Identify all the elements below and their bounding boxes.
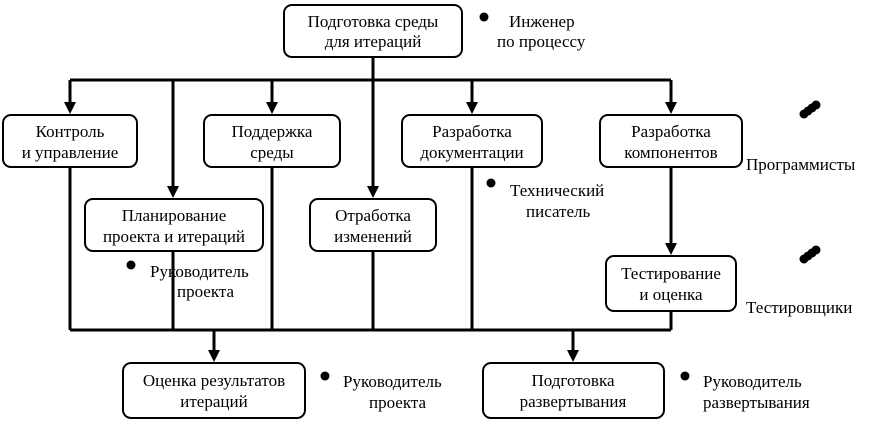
process-box-eval-results: Оценка результатов итераций bbox=[122, 362, 306, 419]
role-label: Тестировщики bbox=[746, 298, 852, 317]
role-label: Руководитель bbox=[343, 372, 442, 391]
role-programmers: Программисты bbox=[746, 101, 856, 174]
arrowheads bbox=[64, 102, 677, 362]
box-label: Оценка результатов bbox=[143, 371, 285, 390]
role-label: Технический bbox=[510, 181, 604, 200]
process-box-doc-dev: Разработка документации bbox=[401, 114, 543, 168]
box-label: Разработка bbox=[631, 122, 711, 141]
box-label: Разработка bbox=[432, 122, 512, 141]
role-label: проекта bbox=[369, 393, 427, 412]
connectors bbox=[68, 57, 673, 352]
box-label: для итераций bbox=[325, 32, 422, 51]
role-label: проекта bbox=[177, 282, 235, 301]
role-label: по процессу bbox=[497, 32, 586, 51]
process-box-change-work: Отработка изменений bbox=[309, 198, 437, 252]
process-box-testing: Тестирование и оценка bbox=[605, 255, 737, 312]
box-label: изменений bbox=[334, 227, 412, 246]
box-label: Подготовка среды bbox=[308, 12, 439, 31]
process-box-planning: Планирование проекта и итераций bbox=[84, 198, 264, 252]
role-process-engineer: Инженер по процессу bbox=[476, 12, 586, 51]
box-label: Подготовка bbox=[531, 371, 614, 390]
role-label: развертывания bbox=[703, 393, 810, 412]
box-label: среды bbox=[250, 143, 294, 162]
role-testers: Тестировщики bbox=[746, 246, 852, 317]
person-icon bbox=[677, 371, 693, 408]
role-project-manager-planning: Руководитель проекта bbox=[123, 260, 249, 301]
role-label: Программисты bbox=[746, 155, 856, 174]
box-label: Тестирование bbox=[621, 264, 721, 283]
box-label: и оценка bbox=[639, 285, 703, 304]
role-label: Руководитель bbox=[703, 372, 802, 391]
process-box-env-support: Поддержка среды bbox=[203, 114, 341, 168]
people-group-icon bbox=[796, 101, 824, 147]
box-label: проекта и итераций bbox=[103, 227, 245, 246]
role-tech-writer: Технический писатель bbox=[483, 178, 604, 221]
process-box-comp-dev: Разработка компонентов bbox=[599, 114, 743, 168]
person-icon bbox=[317, 371, 333, 408]
role-label: Инженер bbox=[509, 12, 575, 31]
role-label: писатель bbox=[526, 202, 591, 221]
box-label: компонентов bbox=[624, 143, 717, 162]
process-box-control: Контроль и управление bbox=[2, 114, 138, 168]
role-project-manager-eval: Руководитель проекта bbox=[317, 371, 442, 412]
process-box-prepare-env: Подготовка среды для итераций bbox=[283, 4, 463, 58]
box-label: Поддержка bbox=[232, 122, 313, 141]
person-icon bbox=[483, 178, 499, 215]
box-label: Контроль bbox=[36, 122, 105, 141]
box-label: итераций bbox=[180, 392, 247, 411]
box-label: развертывания bbox=[520, 392, 627, 411]
box-label: документации bbox=[420, 143, 523, 162]
people-group-icon bbox=[796, 246, 824, 292]
box-label: Отработка bbox=[335, 206, 411, 225]
person-icon bbox=[476, 12, 492, 49]
box-label: и управление bbox=[22, 143, 119, 162]
role-deploy-manager: Руководитель развертывания bbox=[677, 371, 810, 412]
role-label: Руководитель bbox=[150, 262, 249, 281]
process-box-deploy-prep: Подготовка развертывания bbox=[482, 362, 665, 419]
person-icon bbox=[123, 260, 139, 297]
box-label: Планирование bbox=[122, 206, 227, 225]
